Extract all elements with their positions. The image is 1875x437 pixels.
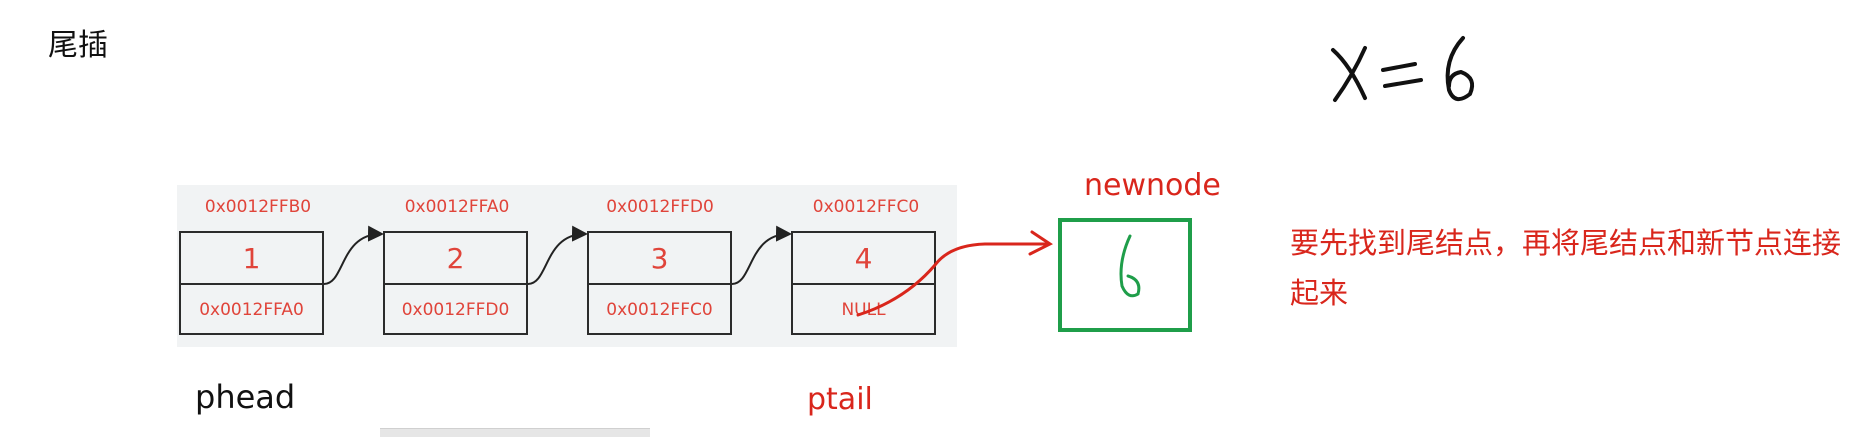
link-arrow bbox=[527, 225, 588, 285]
list-node: 2 0x0012FFD0 bbox=[383, 231, 528, 335]
node-address: 0x0012FFB0 bbox=[204, 197, 312, 217]
red-handwritten-arrow bbox=[856, 242, 1050, 317]
explanation-note: 要先找到尾结点，再将尾结点和新节点连接起来 bbox=[1290, 226, 1842, 310]
node-value: 1 bbox=[181, 233, 322, 285]
list-node: 3 0x0012FFC0 bbox=[587, 231, 732, 335]
handwritten-six bbox=[1119, 234, 1141, 298]
node-next: NULL bbox=[841, 300, 886, 320]
list-node: 4 NULL bbox=[791, 231, 936, 335]
newnode-label: newnode bbox=[1084, 168, 1221, 203]
node-address: 0x0012FFA0 bbox=[404, 197, 510, 217]
page-title: 尾插 bbox=[48, 28, 108, 63]
node-address: 0x0012FFD0 bbox=[606, 197, 714, 217]
node-next: 0x0012FFA0 bbox=[199, 300, 304, 320]
list-node: 1 0x0012FFA0 bbox=[179, 231, 324, 335]
node-next: 0x0012FFD0 bbox=[401, 300, 510, 320]
node-next: 0x0012FFC0 bbox=[606, 300, 713, 320]
node-value: 4 bbox=[793, 233, 934, 285]
red-arrow-head bbox=[1028, 230, 1053, 256]
link-arrow bbox=[731, 225, 792, 285]
node-value: 3 bbox=[589, 233, 730, 285]
linked-list-panel bbox=[177, 185, 957, 347]
ptail-label: ptail bbox=[807, 382, 873, 417]
phead-label: phead bbox=[195, 378, 296, 416]
node-value: 2 bbox=[385, 233, 526, 285]
node-address: 0x0012FFC0 bbox=[812, 197, 920, 217]
link-arrow bbox=[323, 225, 384, 285]
newnode-box bbox=[1058, 218, 1192, 332]
bottom-panel-edge bbox=[380, 428, 650, 437]
handwritten-x-equals-6 bbox=[1331, 36, 1475, 102]
